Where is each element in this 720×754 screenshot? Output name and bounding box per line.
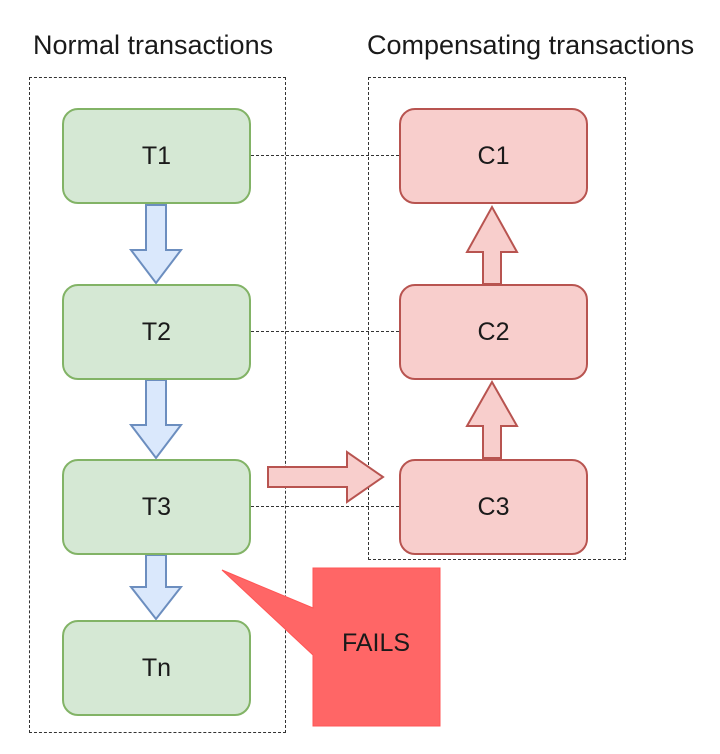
compensating-c1: C1 <box>399 108 588 204</box>
compensating-c3: C3 <box>399 459 588 555</box>
compensating-transactions-heading: Compensating transactions <box>367 30 695 60</box>
compensating-transactions-group <box>368 77 626 560</box>
t2-to-t3-arrow <box>128 379 184 460</box>
transaction-t1: T1 <box>62 108 251 204</box>
transaction-tn: Tn <box>62 620 251 716</box>
t1-c1-link <box>251 155 399 156</box>
t1-to-t2-arrow <box>128 204 184 285</box>
fails-callout-label: FAILS <box>341 629 411 657</box>
c2-to-c1-arrow <box>465 204 519 285</box>
normal-transactions-group <box>29 77 286 733</box>
t3-to-c3-arrow <box>267 450 385 504</box>
transaction-t3: T3 <box>62 459 251 555</box>
c3-to-c2-arrow <box>465 379 519 459</box>
t3-to-tn-arrow <box>128 554 184 621</box>
compensating-c2: C2 <box>399 284 588 380</box>
normal-transactions-heading: Normal transactions <box>33 30 274 60</box>
t3-c3-link <box>251 506 399 507</box>
transaction-t2: T2 <box>62 284 251 380</box>
fails-callout-shape <box>221 567 441 727</box>
t2-c2-link <box>251 331 399 332</box>
